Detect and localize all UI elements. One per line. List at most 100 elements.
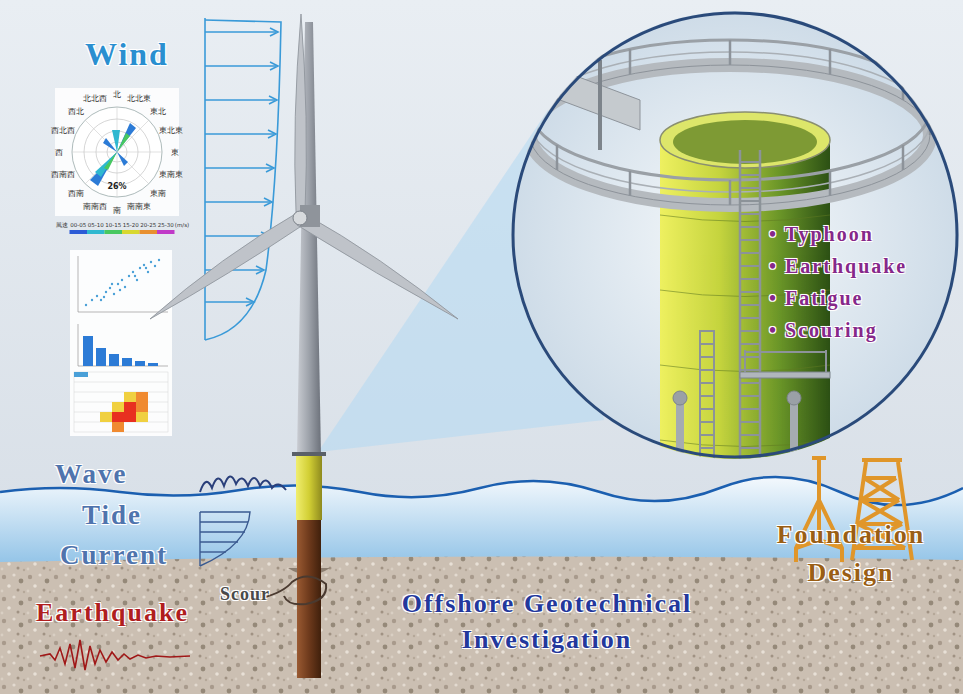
wind-profile xyxy=(205,20,281,340)
wind-rose xyxy=(87,230,105,234)
wind-rose xyxy=(72,107,162,197)
wind-rose xyxy=(103,138,117,152)
load-item: • Fatigue xyxy=(769,287,863,310)
wind-profile xyxy=(264,198,272,206)
inset-detail xyxy=(902,145,905,170)
inset-detail xyxy=(729,40,732,65)
compass-label: 西 xyxy=(55,147,63,158)
inset-detail xyxy=(629,49,632,74)
inset-detail xyxy=(729,180,732,205)
wind-profile xyxy=(205,235,267,237)
turbine xyxy=(292,452,326,456)
wind-profile xyxy=(205,301,252,303)
data-charts xyxy=(124,392,136,402)
data-charts xyxy=(74,372,168,432)
data-charts xyxy=(150,261,152,263)
data-charts xyxy=(128,275,130,277)
inset-outline xyxy=(511,11,959,459)
wind-rose xyxy=(122,230,140,234)
foundation-label: Foundation Design xyxy=(756,516,946,592)
data-charts xyxy=(124,402,136,412)
compass-label: 西北 xyxy=(68,105,84,116)
inset-detail xyxy=(530,40,930,180)
inset-detail xyxy=(530,65,930,205)
wind-profile xyxy=(205,201,270,203)
wind-rose xyxy=(85,120,149,184)
current-profile xyxy=(200,512,250,566)
compass-label: 東 xyxy=(171,147,179,158)
turbine xyxy=(296,452,322,520)
data-charts xyxy=(136,402,148,412)
wind-rose xyxy=(140,230,158,234)
current-profile xyxy=(200,521,248,522)
data-charts xyxy=(112,422,124,432)
data-charts xyxy=(119,289,121,291)
inset-detail xyxy=(530,52,930,192)
data-charts xyxy=(74,372,168,432)
inset-detail xyxy=(740,372,830,378)
inset-detail xyxy=(673,391,687,405)
inset-detail xyxy=(629,171,632,196)
inset-detail xyxy=(598,60,602,150)
wind-profile xyxy=(205,167,272,169)
compass-label: 東北東 xyxy=(159,124,183,135)
wind-rose xyxy=(55,88,179,216)
load-item: • Earthquake xyxy=(769,255,907,278)
inset-circle: • Typhoon• Earthquake• Fatigue• Scouring xyxy=(511,11,959,459)
data-charts xyxy=(74,372,88,377)
speed-range: 00-05 xyxy=(70,222,86,228)
compass-label: 南 xyxy=(113,205,121,216)
data-charts xyxy=(103,296,105,298)
wind-rose xyxy=(95,152,117,177)
data-charts xyxy=(132,271,134,273)
wind-rose xyxy=(90,152,117,186)
data-charts xyxy=(124,412,136,422)
data-charts xyxy=(135,361,145,366)
inset-detail xyxy=(556,75,559,100)
inset-detail xyxy=(699,330,701,480)
wind-profile xyxy=(205,31,276,33)
foundation-types xyxy=(812,456,826,460)
wind-profile xyxy=(205,65,276,67)
speed-range: 20-25 xyxy=(140,222,156,228)
data-charts xyxy=(105,291,107,293)
data-charts xyxy=(122,358,132,366)
compass-label: 南南西 xyxy=(83,200,107,211)
inset-detail xyxy=(829,49,832,74)
inset-detail xyxy=(790,395,798,480)
legend-title: 風速 xyxy=(56,222,68,229)
data-charts xyxy=(100,412,112,422)
wind-profile xyxy=(266,164,274,172)
wind-profile xyxy=(270,28,278,36)
inset-detail xyxy=(700,330,714,480)
inset-detail xyxy=(829,171,832,196)
data-charts xyxy=(100,299,102,301)
data-charts xyxy=(136,392,148,402)
turbine xyxy=(293,211,307,225)
inset-detail xyxy=(556,145,559,170)
compass-label: 北北西 xyxy=(83,93,107,104)
data-charts xyxy=(109,354,119,366)
wind-rose xyxy=(157,230,175,234)
data-charts xyxy=(74,392,168,393)
current-label: Current xyxy=(60,540,168,571)
data-charts xyxy=(78,256,79,312)
data-charts xyxy=(113,293,115,295)
wind-rose xyxy=(105,230,123,234)
data-charts xyxy=(85,304,87,306)
inset-detail xyxy=(530,40,930,205)
data-charts xyxy=(136,279,138,281)
turbine xyxy=(297,213,458,319)
wind-profile xyxy=(205,133,274,135)
wind-profile xyxy=(268,130,276,138)
current-profile xyxy=(200,531,245,532)
data-charts xyxy=(112,412,124,422)
data-charts xyxy=(136,412,148,422)
wind-profile xyxy=(269,96,277,104)
speed-range: 15-20 xyxy=(123,222,139,228)
data-charts xyxy=(70,250,172,436)
inset-detail xyxy=(744,350,746,372)
data-charts xyxy=(91,299,93,301)
